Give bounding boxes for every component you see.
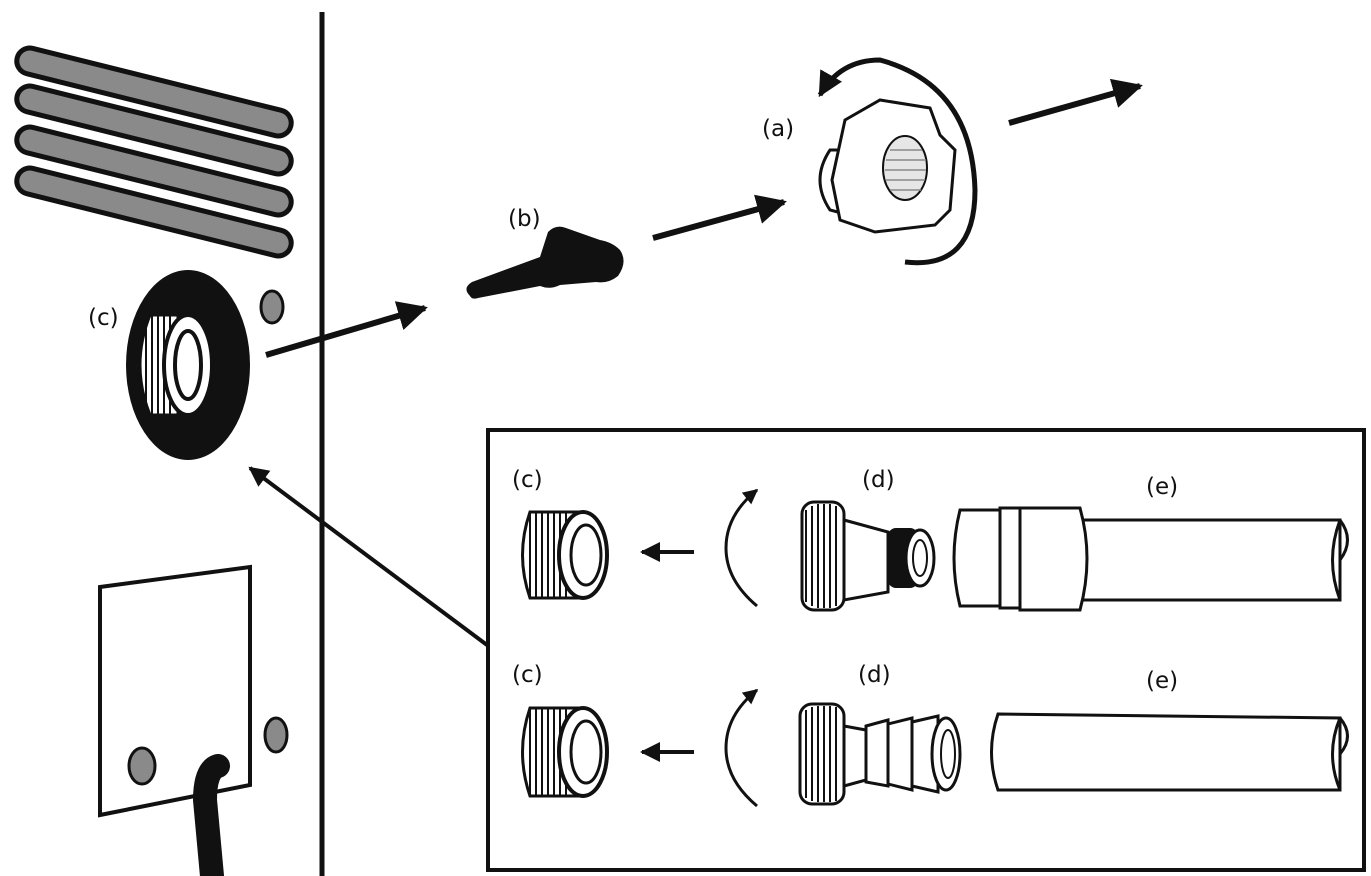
label-a: (a)	[762, 116, 794, 142]
power-cable	[192, 754, 230, 876]
label-b: (b)	[508, 206, 541, 232]
drain-outlet-c	[126, 270, 285, 460]
threaded-outlet-c-row2	[521, 706, 609, 798]
arrow-inset-to-outlet	[248, 466, 489, 647]
label-c-outlet: (c)	[88, 305, 119, 331]
inset-panel	[486, 428, 1366, 872]
label-d-row2: (d)	[858, 662, 891, 688]
threaded-outlet-c-row1	[521, 510, 609, 600]
label-c-row2: (c)	[512, 662, 543, 688]
rotation-arrow-icon	[724, 688, 759, 808]
screw-icon	[259, 289, 285, 325]
label-e-row1: (e)	[1146, 474, 1178, 500]
screw-icon	[263, 716, 289, 754]
rotation-arrow-icon	[724, 488, 759, 608]
rating-plate	[98, 564, 289, 876]
label-c-row1: (c)	[512, 467, 543, 493]
arrow-plug-to-cap	[652, 194, 787, 241]
ventilation-grille	[14, 45, 294, 259]
label-d-row1: (d)	[862, 467, 895, 493]
vent-slot	[14, 83, 294, 177]
hose-e-row1	[952, 506, 1349, 612]
hose-e-row2	[990, 712, 1349, 792]
rotation-arrow-icon	[817, 57, 978, 266]
vent-slot	[14, 45, 294, 139]
vent-slot	[14, 124, 294, 218]
plug-b	[466, 226, 624, 299]
screw-icon	[127, 746, 157, 786]
arrow-outlet-to-plug	[265, 301, 428, 358]
hose-connector-d-row2	[798, 702, 962, 806]
vent-slot	[14, 165, 294, 259]
cap-a	[817, 57, 978, 266]
label-e-row2: (e)	[1146, 668, 1178, 694]
hose-connector-d-row1	[800, 500, 936, 612]
arrow-remove-cap	[1008, 78, 1143, 126]
